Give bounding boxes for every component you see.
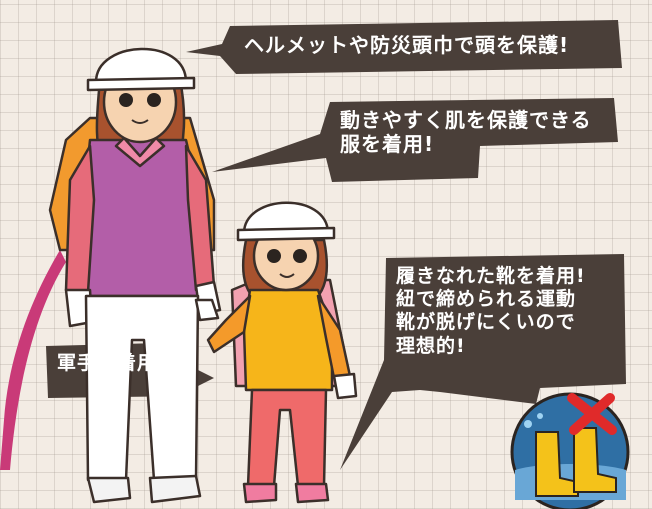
- gloves-text: 軍手を着用!: [57, 352, 167, 374]
- helmet-text: ヘルメットや防災頭巾で頭を保護!: [244, 33, 570, 57]
- red-x-icon: [567, 393, 617, 435]
- helmet-bubble: [186, 20, 622, 74]
- rain-boots-icon: [510, 392, 630, 509]
- shoes-callout: 履きなれた靴を着用! 紐で締められる運動 靴が脱げにくいので 理想的!: [396, 265, 586, 358]
- clothes-callout: 動きやすく肌を保護できる 服を着用!: [340, 108, 592, 157]
- shoes-line-4: 理想的!: [396, 334, 466, 357]
- child-face: [267, 249, 307, 278]
- shoes-bubble: [340, 254, 626, 470]
- child-figure: [194, 201, 358, 504]
- adult-face: [119, 93, 161, 124]
- swoosh: [0, 250, 66, 470]
- shoes-line-3: 靴が脱げにくいので: [396, 311, 576, 334]
- gloves-callout: 軍手を着用!: [57, 352, 167, 375]
- clothes-bubble: [212, 98, 618, 182]
- clothes-line-1: 動きやすく肌を保護できる: [340, 108, 592, 132]
- shoes-line-1: 履きなれた靴を着用!: [396, 265, 586, 287]
- clothes-line-2: 服を着用!: [340, 132, 435, 157]
- helmet-callout: ヘルメットや防災頭巾で頭を保護!: [244, 33, 569, 57]
- adult-figure: [48, 47, 222, 504]
- shoes-line-2: 紐で締められる運動: [396, 288, 577, 311]
